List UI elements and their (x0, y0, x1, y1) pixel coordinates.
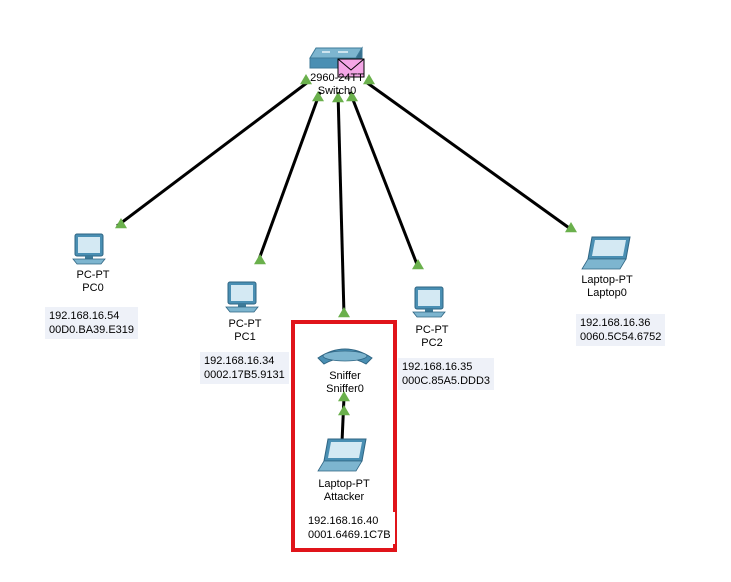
link-switch0-pc1[interactable] (256, 91, 322, 263)
laptop-icon (317, 438, 367, 472)
link-up-triangle-icon (565, 222, 577, 233)
pc0-info-box: 192.168.16.54 00D0.BA39.E319 (45, 307, 139, 339)
pc-icon (225, 281, 259, 313)
pc0-device[interactable] (71, 232, 107, 271)
switch-model-label: 2960-24TT (310, 72, 364, 84)
attacker-laptop-device[interactable] (316, 437, 370, 478)
link-switch0-sniffer0[interactable] (336, 91, 346, 316)
sniffer-icon (317, 348, 373, 365)
link-up-triangle-icon (338, 307, 350, 318)
pc-icon (412, 286, 446, 318)
pc1-type-label: PC-PT (228, 318, 262, 330)
link-up-triangle-icon (338, 405, 350, 416)
link-switch0-pc0[interactable] (116, 80, 309, 228)
link-up-triangle-icon (254, 254, 266, 265)
link-status-layer (115, 74, 577, 416)
attacker-mac: 0001.6469.1C7B (308, 529, 391, 541)
sniffer-type-label: Sniffer (329, 370, 361, 382)
attacker-name-label: Attacker (323, 491, 365, 503)
laptop0-info-box: 192.168.16.36 0060.5C54.6752 (576, 314, 666, 346)
pc2-name-label: PC2 (421, 337, 443, 349)
pc0-name-label: PC0 (82, 282, 104, 294)
pc0-type-label: PC-PT (76, 269, 110, 281)
sniffer-name-label: Sniffer0 (326, 383, 364, 395)
link-up-triangle-icon (312, 91, 324, 102)
laptop0-name-label: Laptop0 (587, 287, 627, 299)
attacker-info-box: 192.168.16.40 0001.6469.1C7B (304, 512, 395, 544)
links-layer (116, 80, 573, 443)
attacker-ip: 192.168.16.40 (308, 515, 379, 527)
pc0-ip: 192.168.16.54 (49, 310, 120, 322)
attacker-highlight-box (291, 320, 397, 552)
pc1-mac: 0002.17B5.9131 (204, 369, 285, 381)
laptop0-device[interactable] (580, 235, 634, 276)
sniffer-device[interactable] (316, 344, 374, 373)
pc2-ip: 192.168.16.35 (402, 361, 473, 373)
link-up-triangle-icon (346, 91, 358, 102)
laptop0-mac: 0060.5C54.6752 (580, 331, 662, 343)
pc0-mac: 00D0.BA39.E319 (49, 324, 135, 336)
laptop0-ip: 192.168.16.36 (580, 317, 651, 329)
link-up-triangle-icon (338, 391, 350, 402)
pdu-envelope[interactable] (337, 58, 365, 83)
link-switch0-laptop0[interactable] (365, 80, 573, 232)
laptop-icon (581, 236, 631, 270)
pc1-ip: 192.168.16.34 (204, 355, 275, 367)
pc2-device[interactable] (411, 285, 447, 324)
link-up-triangle-icon (363, 74, 375, 85)
pc2-info-box: 192.168.16.35 000C.85A5.DDD3 (398, 358, 495, 390)
laptop0-type-label: Laptop-PT (581, 274, 633, 286)
link-up-triangle-icon (412, 259, 424, 270)
envelope-icon (337, 58, 365, 78)
link-up-triangle-icon (300, 74, 312, 85)
link-up-triangle-icon (115, 218, 127, 229)
link-switch0-pc2[interactable] (348, 91, 420, 268)
pc-icon (72, 233, 106, 265)
pc1-device[interactable] (224, 280, 260, 319)
link-up-triangle-icon (332, 92, 344, 103)
pc1-info-box: 192.168.16.34 0002.17B5.9131 (200, 352, 289, 384)
switch-name-label: Switch0 (317, 85, 357, 97)
pc2-type-label: PC-PT (415, 324, 449, 336)
pc2-mac: 000C.85A5.DDD3 (402, 375, 491, 387)
link-sniffer0-attacker[interactable] (340, 396, 346, 443)
attacker-type-label: Laptop-PT (318, 478, 370, 490)
pc1-name-label: PC1 (234, 331, 256, 343)
